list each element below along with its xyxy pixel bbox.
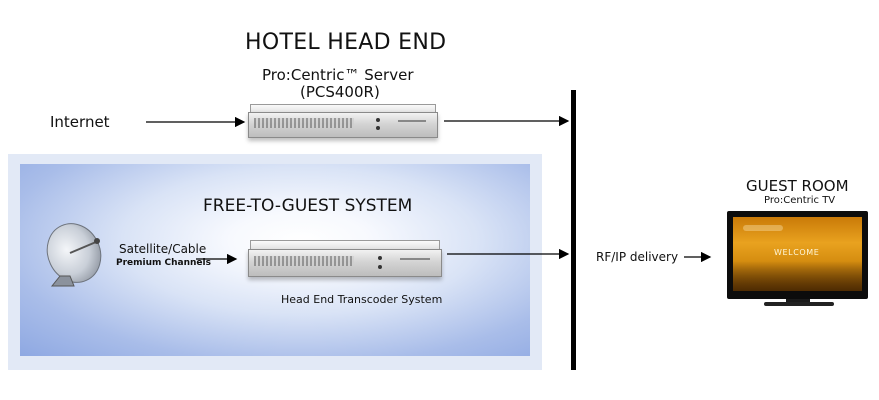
tv-stand bbox=[786, 299, 810, 302]
guest-room-title: GUEST ROOM bbox=[746, 177, 849, 195]
free-to-guest-title: FREE-TO-GUEST SYSTEM bbox=[203, 196, 413, 216]
diagram-title: HOTEL HEAD END bbox=[245, 30, 447, 55]
server-model-label: (PCS400R) bbox=[300, 83, 380, 101]
transcoder-label: Head End Transcoder System bbox=[281, 293, 443, 306]
satellite-cable-label: Satellite/Cable bbox=[119, 242, 207, 256]
distribution-bus-line bbox=[571, 90, 576, 370]
rf-ip-delivery-label: RF/IP delivery bbox=[596, 250, 679, 264]
procentric-tv-label: Pro:Centric TV bbox=[764, 195, 836, 206]
server-rack-icon bbox=[248, 104, 438, 138]
premium-channels-label: Premium Channels bbox=[116, 258, 211, 268]
internet-label: Internet bbox=[50, 113, 110, 131]
server-name-label: Pro:Centric™ Server bbox=[262, 66, 414, 84]
tv-screen bbox=[733, 217, 862, 291]
tv-base bbox=[764, 302, 834, 306]
tv-welcome-text: WELCOME bbox=[774, 248, 820, 257]
satellite-dish-icon bbox=[46, 223, 102, 287]
transcoder-rack-icon bbox=[248, 240, 442, 278]
